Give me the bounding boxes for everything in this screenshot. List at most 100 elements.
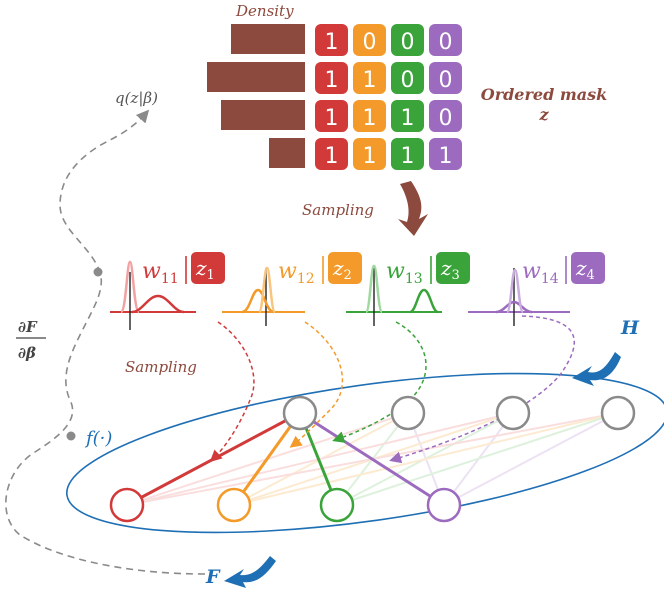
output-node-purple (426, 487, 462, 523)
mask-cell (315, 24, 348, 56)
ordered-mask-label: Ordered mask (481, 85, 608, 104)
sampling-arrow-icon (398, 181, 428, 236)
mask-variable-symbol: z4 (575, 256, 595, 283)
weight-symbol: w12 (278, 259, 315, 287)
weight-symbol: w14 (522, 259, 559, 287)
input-node (390, 395, 426, 431)
mask-cell (391, 24, 424, 56)
mask-cell (391, 138, 424, 170)
input-node (282, 395, 318, 431)
mask-variable-badge (328, 252, 362, 284)
mask-cell (391, 100, 424, 132)
mask-value: 1 (325, 68, 339, 93)
mask-cell (353, 24, 386, 56)
density-bar (221, 100, 305, 130)
mask-value: 0 (439, 30, 453, 55)
mask-value: 1 (363, 144, 377, 169)
density-label: Density (235, 2, 294, 20)
mask-variable-symbol: z3 (440, 256, 460, 283)
mask-cell (353, 138, 386, 170)
f-arrow-icon (224, 556, 276, 588)
mask-value: 1 (439, 144, 453, 169)
sampling-arrow-w11 (209, 321, 255, 463)
mask-value: 0 (401, 68, 415, 93)
output-node-red (109, 487, 145, 523)
ordered-mask-symbol: z (538, 105, 549, 124)
gradient-feedback-path (5, 109, 206, 575)
distribution-peak (257, 266, 277, 314)
mask-value: 0 (401, 30, 415, 55)
mask-variable-badge (571, 252, 605, 284)
mask-value: 1 (401, 106, 415, 131)
input-node (600, 395, 636, 431)
mask-grid: 1 0 0 0 1 1 0 0 1 1 1 0 1 1 1 1 (315, 24, 462, 170)
q-label: q(z|β) (115, 89, 158, 107)
mask-cell (429, 62, 462, 94)
distribution-bump (241, 288, 275, 314)
gradient-numerator: ∂F (18, 318, 38, 336)
mask-variable-symbol: z2 (332, 256, 352, 283)
output-nodes (109, 487, 462, 523)
mask-cell (429, 100, 462, 132)
f-function-label: f(·) (84, 428, 112, 449)
mask-value: 0 (363, 30, 377, 55)
path-dot (66, 431, 76, 441)
output-node-orange (216, 487, 252, 523)
mask-value: 1 (401, 144, 415, 169)
mask-value: 1 (325, 144, 339, 169)
density-bar (269, 138, 305, 168)
mask-cell (429, 24, 462, 56)
sampling-left-label: Sampling (125, 358, 197, 376)
input-nodes (282, 395, 636, 431)
path-dot (93, 267, 103, 277)
mask-value: 1 (363, 68, 377, 93)
mask-variable-badge (191, 252, 225, 284)
mask-variable-symbol: z1 (195, 256, 215, 283)
network-boundary (65, 372, 664, 534)
weight-symbol: w13 (386, 259, 423, 287)
gradient-denominator: ∂β (18, 344, 36, 362)
weight-label-1: w11 z1 (142, 252, 225, 287)
mask-value: 0 (439, 106, 453, 131)
output-node-green (319, 487, 355, 523)
distribution-bump (495, 300, 533, 314)
weight-distribution-4 (468, 268, 570, 326)
mask-value: 1 (325, 30, 339, 55)
h-arrow-icon (572, 352, 621, 386)
connection-w14 (299, 411, 445, 507)
input-node (495, 395, 531, 431)
mask-variable-badge (436, 252, 470, 284)
mask-value: 1 (363, 106, 377, 131)
distribution-peak (505, 268, 525, 314)
sampling-arrow-w14 (389, 315, 575, 464)
distribution-bump (409, 288, 439, 314)
distribution-bump (131, 294, 185, 314)
weight-symbol: w11 (142, 259, 179, 287)
mask-cell (353, 62, 386, 94)
sampling-top-label: Sampling (302, 201, 374, 219)
mask-cell (315, 138, 348, 170)
weight-distribution-1 (110, 260, 196, 330)
mask-cell (391, 62, 424, 94)
density-bar (231, 24, 305, 54)
distribution-peak (364, 264, 384, 314)
mask-value: 0 (439, 68, 453, 93)
weight-label-3: w13 z3 (386, 252, 470, 287)
weight-distribution-3 (346, 264, 442, 326)
density-bars (207, 24, 305, 168)
weight-label-2: w12 z2 (278, 252, 362, 287)
mask-cell (429, 138, 462, 170)
mask-cell (315, 100, 348, 132)
connection-w12 (232, 412, 302, 506)
distribution-peak (119, 260, 141, 314)
weight-distribution-2 (222, 266, 305, 326)
mask-value: 1 (325, 106, 339, 131)
weight-label-4: w14 z4 (522, 252, 605, 287)
mask-cell (353, 100, 386, 132)
density-bar (207, 62, 305, 92)
sampling-arrow-w12 (289, 321, 344, 448)
mask-cell (315, 62, 348, 94)
H-label: H (620, 317, 640, 339)
F-label: F (205, 566, 221, 588)
